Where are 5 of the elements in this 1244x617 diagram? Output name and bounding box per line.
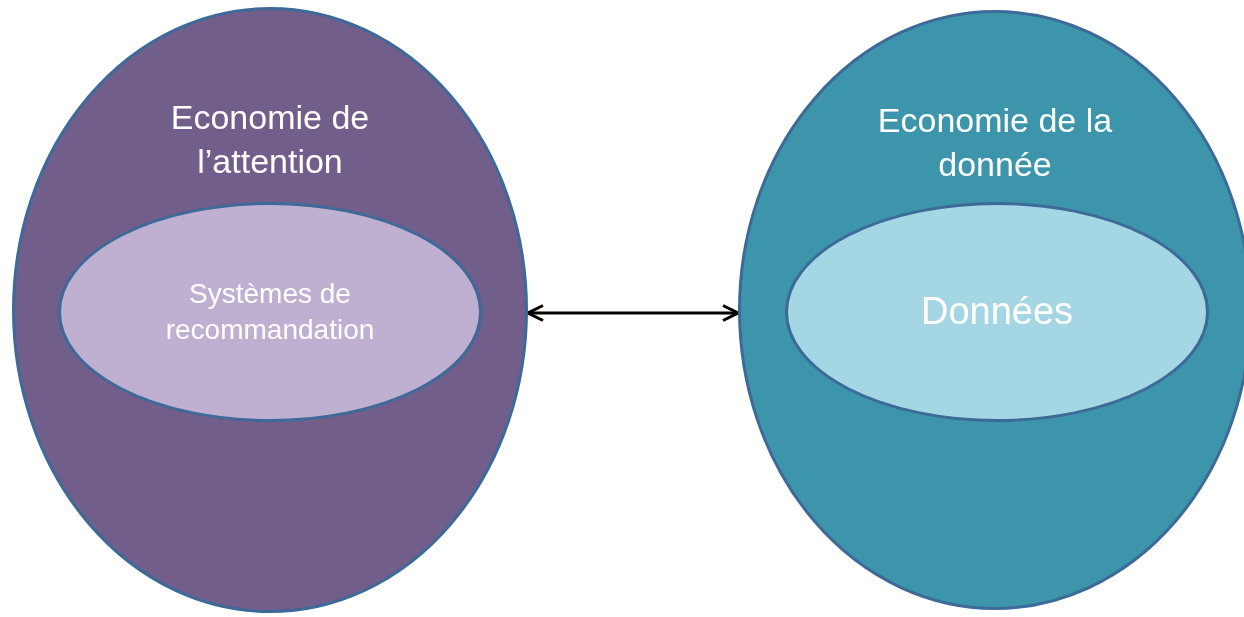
node-label: Données bbox=[919, 289, 1075, 335]
group-title: Economie de la donnée bbox=[876, 100, 1114, 186]
node-label: Systèmes de recommandation bbox=[164, 276, 376, 347]
group-title: Economie de l’attention bbox=[169, 97, 371, 183]
double-headed-arrow bbox=[526, 304, 740, 322]
